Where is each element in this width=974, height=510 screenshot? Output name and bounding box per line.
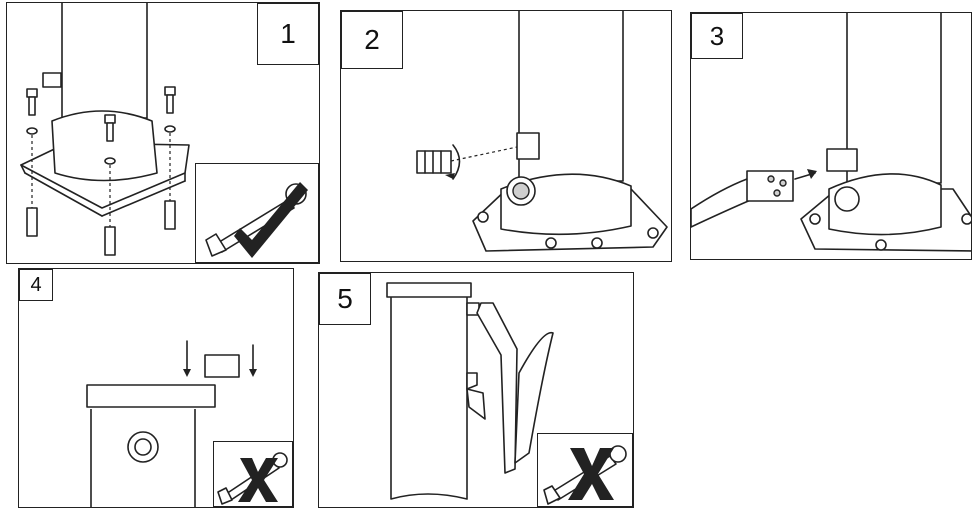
side-clip <box>466 372 478 390</box>
step-3-illustration <box>691 13 971 252</box>
hose <box>691 178 754 228</box>
tool-inset <box>213 441 293 507</box>
pipe <box>846 13 942 184</box>
step-5-panel: 5 <box>318 272 634 508</box>
pipe-top <box>386 282 472 298</box>
pipe <box>61 3 148 119</box>
base-collar <box>51 110 158 182</box>
x-mark-icon <box>238 458 278 502</box>
tool-inset <box>195 163 319 263</box>
step-number: 5 <box>319 273 371 325</box>
step-1-panel: 1 <box>6 2 320 264</box>
wrench-left-jaw <box>476 302 518 474</box>
nut <box>516 132 540 160</box>
port <box>834 186 860 212</box>
tool-inset <box>537 433 633 507</box>
checkmark-icon <box>234 182 308 258</box>
hose-connector <box>416 150 452 174</box>
step-number: 1 <box>257 3 319 65</box>
end-cap <box>204 354 240 378</box>
base-collar <box>828 173 942 236</box>
base-bolts <box>809 213 971 251</box>
x-mark-icon <box>568 448 614 500</box>
valve-stub <box>42 72 62 88</box>
step-2-panel: 2 <box>340 10 672 262</box>
step-1-illustration <box>20 3 190 256</box>
step-3-panel: 3 <box>690 12 972 260</box>
bolt-left <box>26 88 38 237</box>
base-bolts <box>477 211 659 249</box>
step-4-illustration <box>86 340 257 507</box>
bolt-right <box>164 86 176 230</box>
step-number: 3 <box>691 13 743 59</box>
pipe-top-cap <box>86 384 216 408</box>
step-number: 4 <box>19 269 53 301</box>
step-4-panel: 4 <box>18 268 294 508</box>
wrench-right-jaw <box>514 331 554 464</box>
rotation-arrow <box>452 144 461 180</box>
hose-coupling <box>746 170 794 202</box>
step-2-illustration <box>416 11 668 252</box>
bolt-center <box>104 114 116 256</box>
connector <box>826 148 858 172</box>
pipe <box>390 293 468 500</box>
step-number: 2 <box>341 11 403 69</box>
step-5-illustration <box>386 282 554 500</box>
